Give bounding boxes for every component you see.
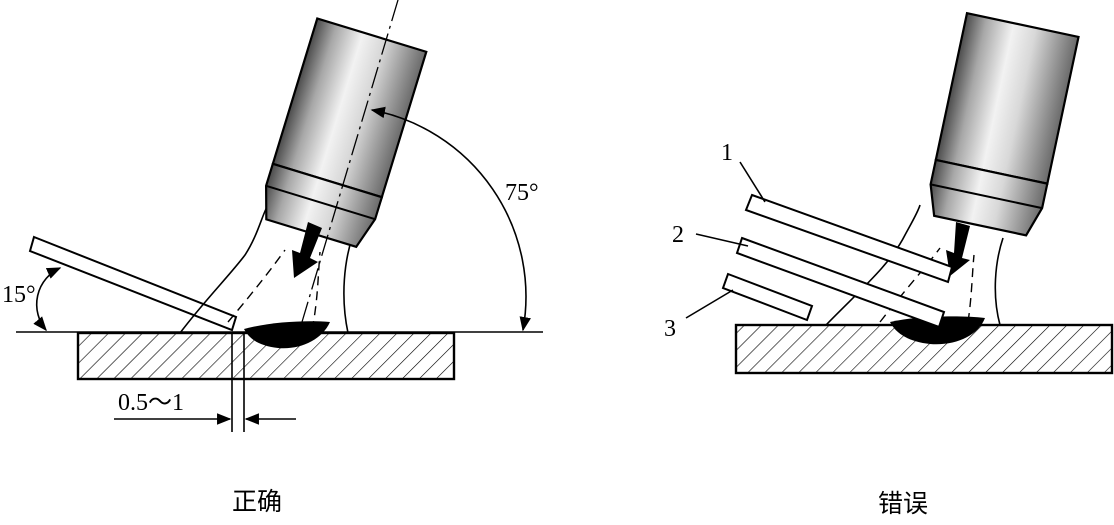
torch-axis <box>301 0 399 323</box>
gas-shield-left-outline <box>179 204 269 334</box>
filler-rod <box>28 235 238 332</box>
filler-rod-1 <box>744 193 954 284</box>
gas-shield-right-outline <box>343 237 353 334</box>
callout-line-3 <box>685 289 734 319</box>
weld-pool <box>244 321 330 349</box>
arc-cone-left <box>227 249 286 323</box>
gas-shield-right-outline-wrong <box>994 237 1004 326</box>
filler-rod-3 <box>721 272 814 322</box>
correct-figure: 75° 15° 0.5～1 正确 <box>2 0 543 516</box>
gap-dimension-label: 0.5～1 <box>118 390 184 416</box>
torch-nozzle-wrong <box>929 11 1080 237</box>
callout-label-3: 3 <box>664 316 676 342</box>
torch-angle-label: 75° <box>505 180 539 206</box>
gas-shield-left-outline-wrong <box>825 204 921 326</box>
electrode-arrow-wrong <box>946 222 970 276</box>
electrode-arrow <box>292 222 322 278</box>
callout-line-1 <box>739 161 766 203</box>
torch-nozzle <box>264 17 428 249</box>
rod-angle-arc <box>33 267 62 332</box>
wrong-caption: 错误 <box>878 490 928 518</box>
wrong-figure: 1 2 3 错误 <box>664 11 1114 518</box>
callout-label-1: 1 <box>721 140 733 166</box>
arc-cone-right-wrong <box>967 254 975 323</box>
callout-label-2: 2 <box>672 222 684 248</box>
correct-caption: 正确 <box>232 488 282 516</box>
weld-pool-wrong <box>890 316 985 345</box>
torch-angle-arc <box>370 106 531 332</box>
rod-angle-label: 15° <box>2 282 36 308</box>
callout-line-2 <box>695 233 749 247</box>
arc-cone-left-wrong <box>879 247 941 323</box>
filler-rod-2 <box>735 236 946 329</box>
